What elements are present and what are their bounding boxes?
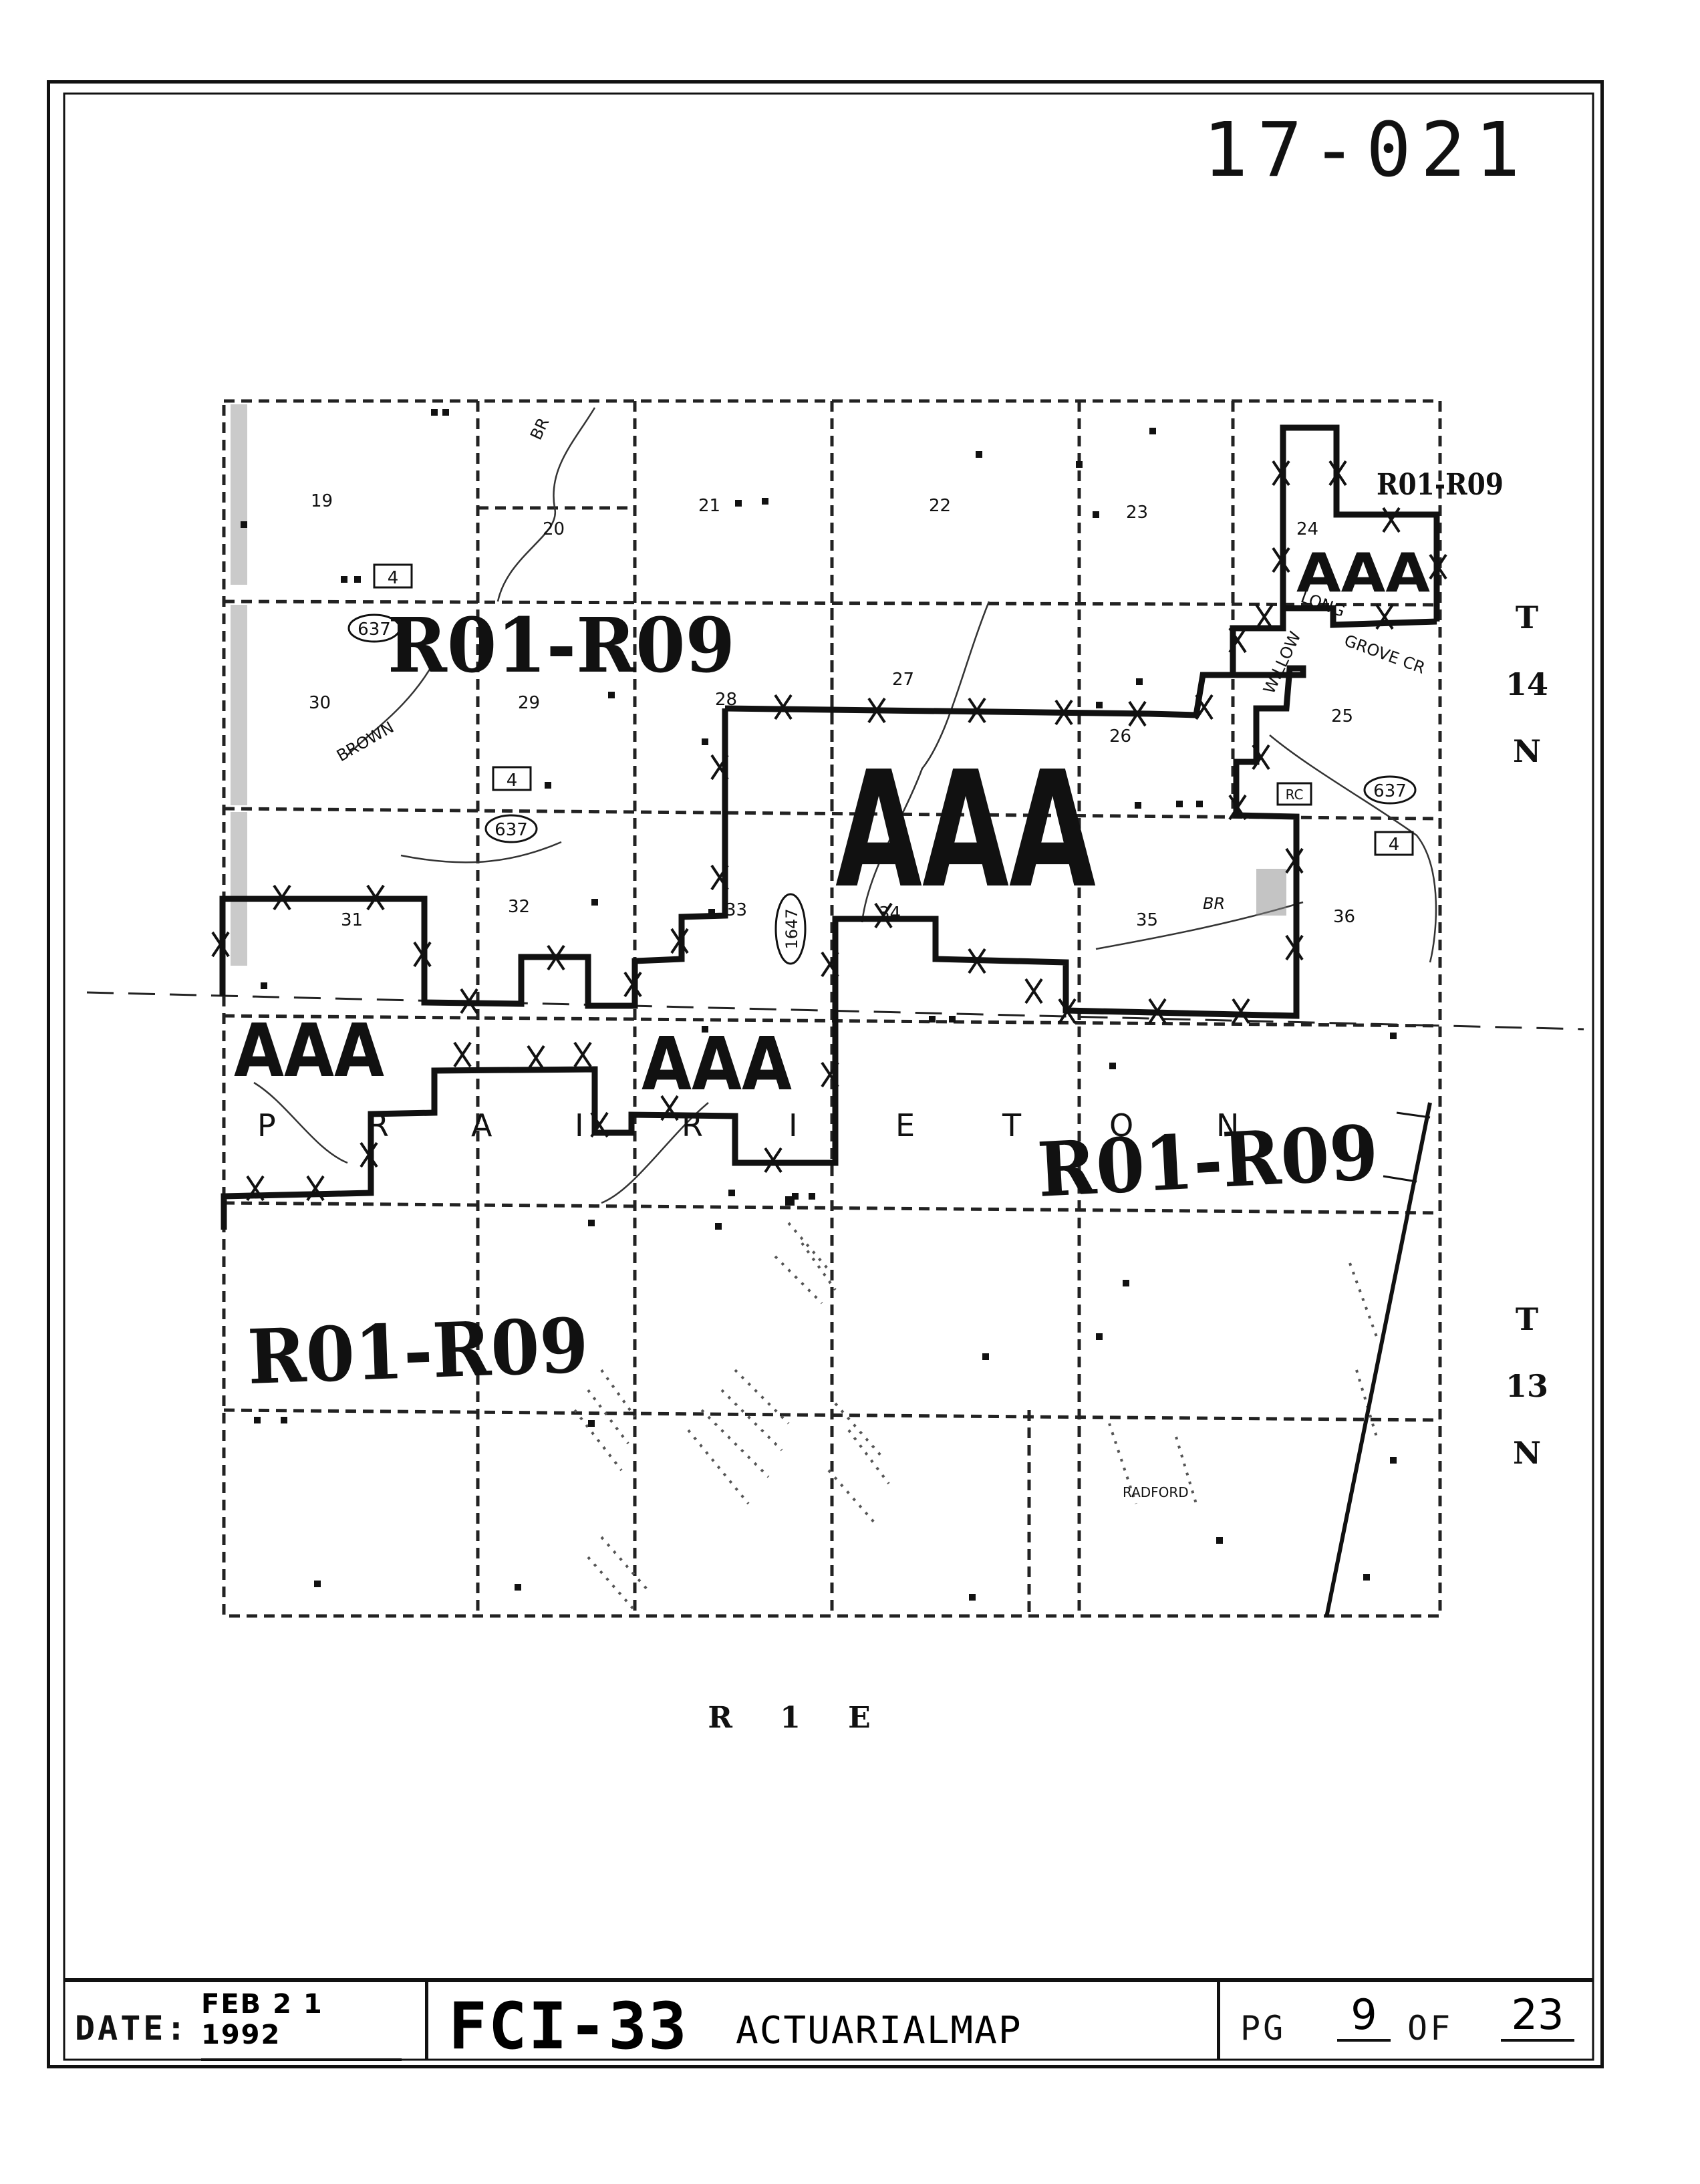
title-block: DATE: FEB 2 1 1992 FCI-33 ACTUARIALMAP P… <box>64 1978 1593 2064</box>
stipple-areas <box>231 404 1286 966</box>
shield-label: 637 <box>1373 781 1407 801</box>
route-shield-box <box>492 766 532 791</box>
feature-label: BR <box>527 415 553 443</box>
section-number: 31 <box>341 910 363 930</box>
section-number: 23 <box>1126 503 1148 523</box>
route-shield-oval <box>1363 775 1417 805</box>
place-letter: I <box>575 1107 584 1143</box>
date-label: DATE: <box>75 2009 189 2048</box>
shield-label: 637 <box>494 820 528 840</box>
feature-label: GROVE CR <box>1342 631 1427 678</box>
page-number: 9 <box>1337 1990 1391 2042</box>
page-cell: PG 9 OF 23 <box>1220 1982 1593 2060</box>
zone-label-r01-r09: R01-R09 <box>1036 1109 1381 1214</box>
page-label: PG <box>1240 2009 1286 2048</box>
place-letter: N <box>1216 1107 1239 1143</box>
railroad <box>1324 1102 1432 1618</box>
section-number: 35 <box>1136 910 1158 930</box>
zone-label-r01-r09: R01-R09 <box>246 1302 589 1401</box>
township-north-number: 14 <box>1506 666 1548 702</box>
township-north-n: N <box>1513 733 1541 769</box>
section-number: 27 <box>892 670 914 690</box>
place-letter: P <box>257 1107 276 1143</box>
route-shield-oval <box>774 893 807 965</box>
shield-label: 4 <box>507 771 518 791</box>
place-letter: R <box>682 1107 703 1143</box>
township-south-number: 13 <box>1506 1368 1548 1404</box>
zone-label-aaa: AAA <box>234 1008 384 1093</box>
zone-label-aaa: AAA <box>1296 542 1430 604</box>
section-number: 36 <box>1333 907 1355 927</box>
place-name: P R A I R I E T O N <box>257 1107 1239 1143</box>
creeks <box>253 407 1437 1204</box>
zone-label-r01-r09: R01-R09 <box>1377 468 1504 502</box>
route-shield-oval <box>484 814 538 843</box>
outer-border <box>47 80 1604 2068</box>
section-number: 25 <box>1331 706 1353 726</box>
place-letter: E <box>895 1107 915 1143</box>
section-number: 26 <box>1109 726 1131 746</box>
section-number: 21 <box>698 496 720 516</box>
route-shield-box <box>1374 831 1414 856</box>
feature-label: BROWN <box>333 718 397 765</box>
section-number: 34 <box>879 904 901 924</box>
zone-label-aaa: AAA <box>835 736 1096 924</box>
section-number: 30 <box>309 693 331 713</box>
farmsteads <box>241 409 1397 1601</box>
inner-border <box>63 92 1594 2061</box>
shield-label: 637 <box>358 620 391 640</box>
route-shield-box <box>373 563 413 589</box>
zone-label-aaa: AAA <box>642 1021 792 1107</box>
section-number: 22 <box>929 496 951 516</box>
zone-labels: R01-R09 R01-R09 R01-R09 R01-R09 AAA AAA … <box>234 468 1504 1401</box>
form-name: ACTUARIALMAP <box>736 2009 1022 2052</box>
feature-label: BR <box>1203 894 1225 913</box>
of-label: OF <box>1407 2009 1453 2048</box>
section-number: 24 <box>1296 519 1318 539</box>
shield-label: 4 <box>1389 835 1400 855</box>
route-shield-labels: 4 637 4 637 637 4 1647 RC <box>358 568 1407 950</box>
zone-boundaries <box>219 424 1440 1230</box>
section-number: 32 <box>508 897 530 917</box>
form-code: FCI-33 <box>448 1989 688 2064</box>
section-number: 28 <box>715 690 737 710</box>
feature-label: RADFORD <box>1123 1484 1189 1500</box>
range-label: R 1 E <box>708 1701 889 1735</box>
township-north-t: T <box>1516 599 1538 636</box>
boundary-x-marks <box>211 460 1447 1202</box>
page-total: 23 <box>1501 1990 1574 2042</box>
shield-label: 4 <box>388 568 399 588</box>
form-title-cell: FCI-33 ACTUARIALMAP <box>428 1982 1220 2064</box>
section-number: 20 <box>543 519 565 539</box>
place-letter: O <box>1109 1107 1133 1143</box>
township-south-t: T <box>1516 1301 1538 1337</box>
map-id: 17-021 <box>1203 107 1530 194</box>
shield-label: 1647 <box>783 908 801 949</box>
feature-label: WILLOW <box>1260 629 1304 697</box>
route-shield-oval <box>347 613 401 643</box>
route-shield-box <box>1276 782 1312 806</box>
township-south-n: N <box>1513 1435 1541 1471</box>
dotted-fields <box>573 1222 1378 1612</box>
section-numbers: 19 20 21 22 23 24 25 26 27 28 29 30 31 3… <box>309 491 1355 930</box>
section-number: 19 <box>311 491 333 511</box>
shield-label: RC <box>1286 787 1304 803</box>
section-number: 33 <box>725 900 747 920</box>
date-cell: DATE: FEB 2 1 1992 <box>64 1982 428 2061</box>
place-letter: R <box>368 1107 389 1143</box>
place-letter: T <box>1002 1107 1022 1143</box>
date-value: FEB 2 1 1992 <box>201 1989 402 2061</box>
place-letter: I <box>789 1107 798 1143</box>
place-letter: A <box>471 1107 492 1143</box>
township-labels: T 14 N T 13 N <box>1506 599 1548 1471</box>
zone-label-r01-r09: R01-R09 <box>388 602 735 690</box>
route-shields <box>347 563 1417 965</box>
section-number: 29 <box>518 693 540 713</box>
